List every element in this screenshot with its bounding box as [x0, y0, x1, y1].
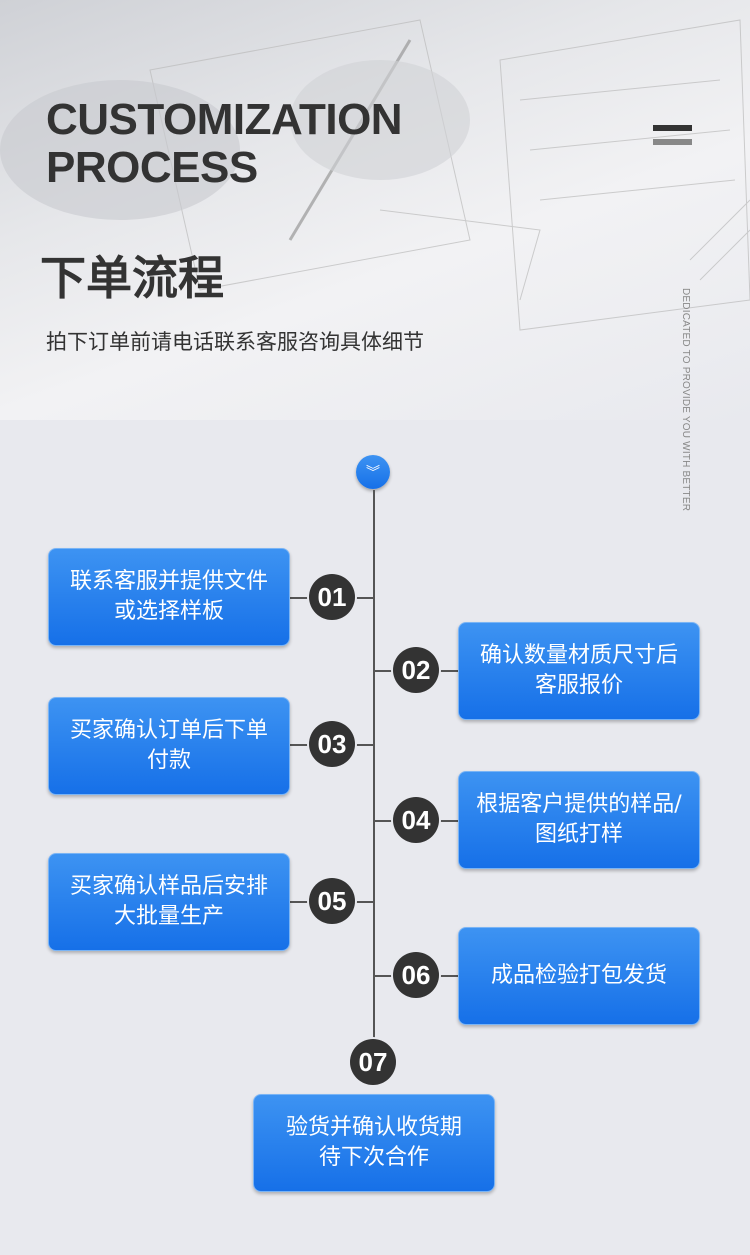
- step-box-6: 成品检验打包发货: [458, 927, 700, 1025]
- step-number-5: 05: [309, 878, 355, 924]
- step-box-7: 验货并确认收货期待下次合作: [253, 1094, 495, 1192]
- title-en-line2: PROCESS: [46, 143, 258, 192]
- step-box-5: 买家确认样品后安排大批量生产: [48, 853, 290, 951]
- timeline-line: [373, 490, 375, 1050]
- step-number-3: 03: [309, 721, 355, 767]
- step-number-6: 06: [393, 952, 439, 998]
- blueprint-sketch-image: [0, 19, 750, 331]
- step-box-3: 买家确认订单后下单付款: [48, 697, 290, 795]
- menu-icon[interactable]: [653, 125, 692, 153]
- side-slogan: DEDICATED TO PROVIDE YOU WITH BETTER: [680, 288, 691, 512]
- step-number-7: 07: [350, 1039, 396, 1085]
- step-number-1: 01: [309, 574, 355, 620]
- subtitle: 拍下订单前请电话联系客服咨询具体细节: [46, 330, 424, 354]
- title-en-line1: CUSTOMIZATION: [46, 95, 403, 144]
- step-box-2: 确认数量材质尺寸后客服报价: [458, 622, 700, 720]
- hero-background: [0, 0, 750, 420]
- step-number-4: 04: [393, 797, 439, 843]
- step-box-4: 根据客户提供的样品/图纸打样: [458, 771, 700, 869]
- chevron-down-icon: ︾: [356, 455, 390, 489]
- step-number-2: 02: [393, 647, 439, 693]
- page-title: 下单流程: [40, 251, 224, 305]
- step-box-1: 联系客服并提供文件或选择样板: [48, 548, 290, 646]
